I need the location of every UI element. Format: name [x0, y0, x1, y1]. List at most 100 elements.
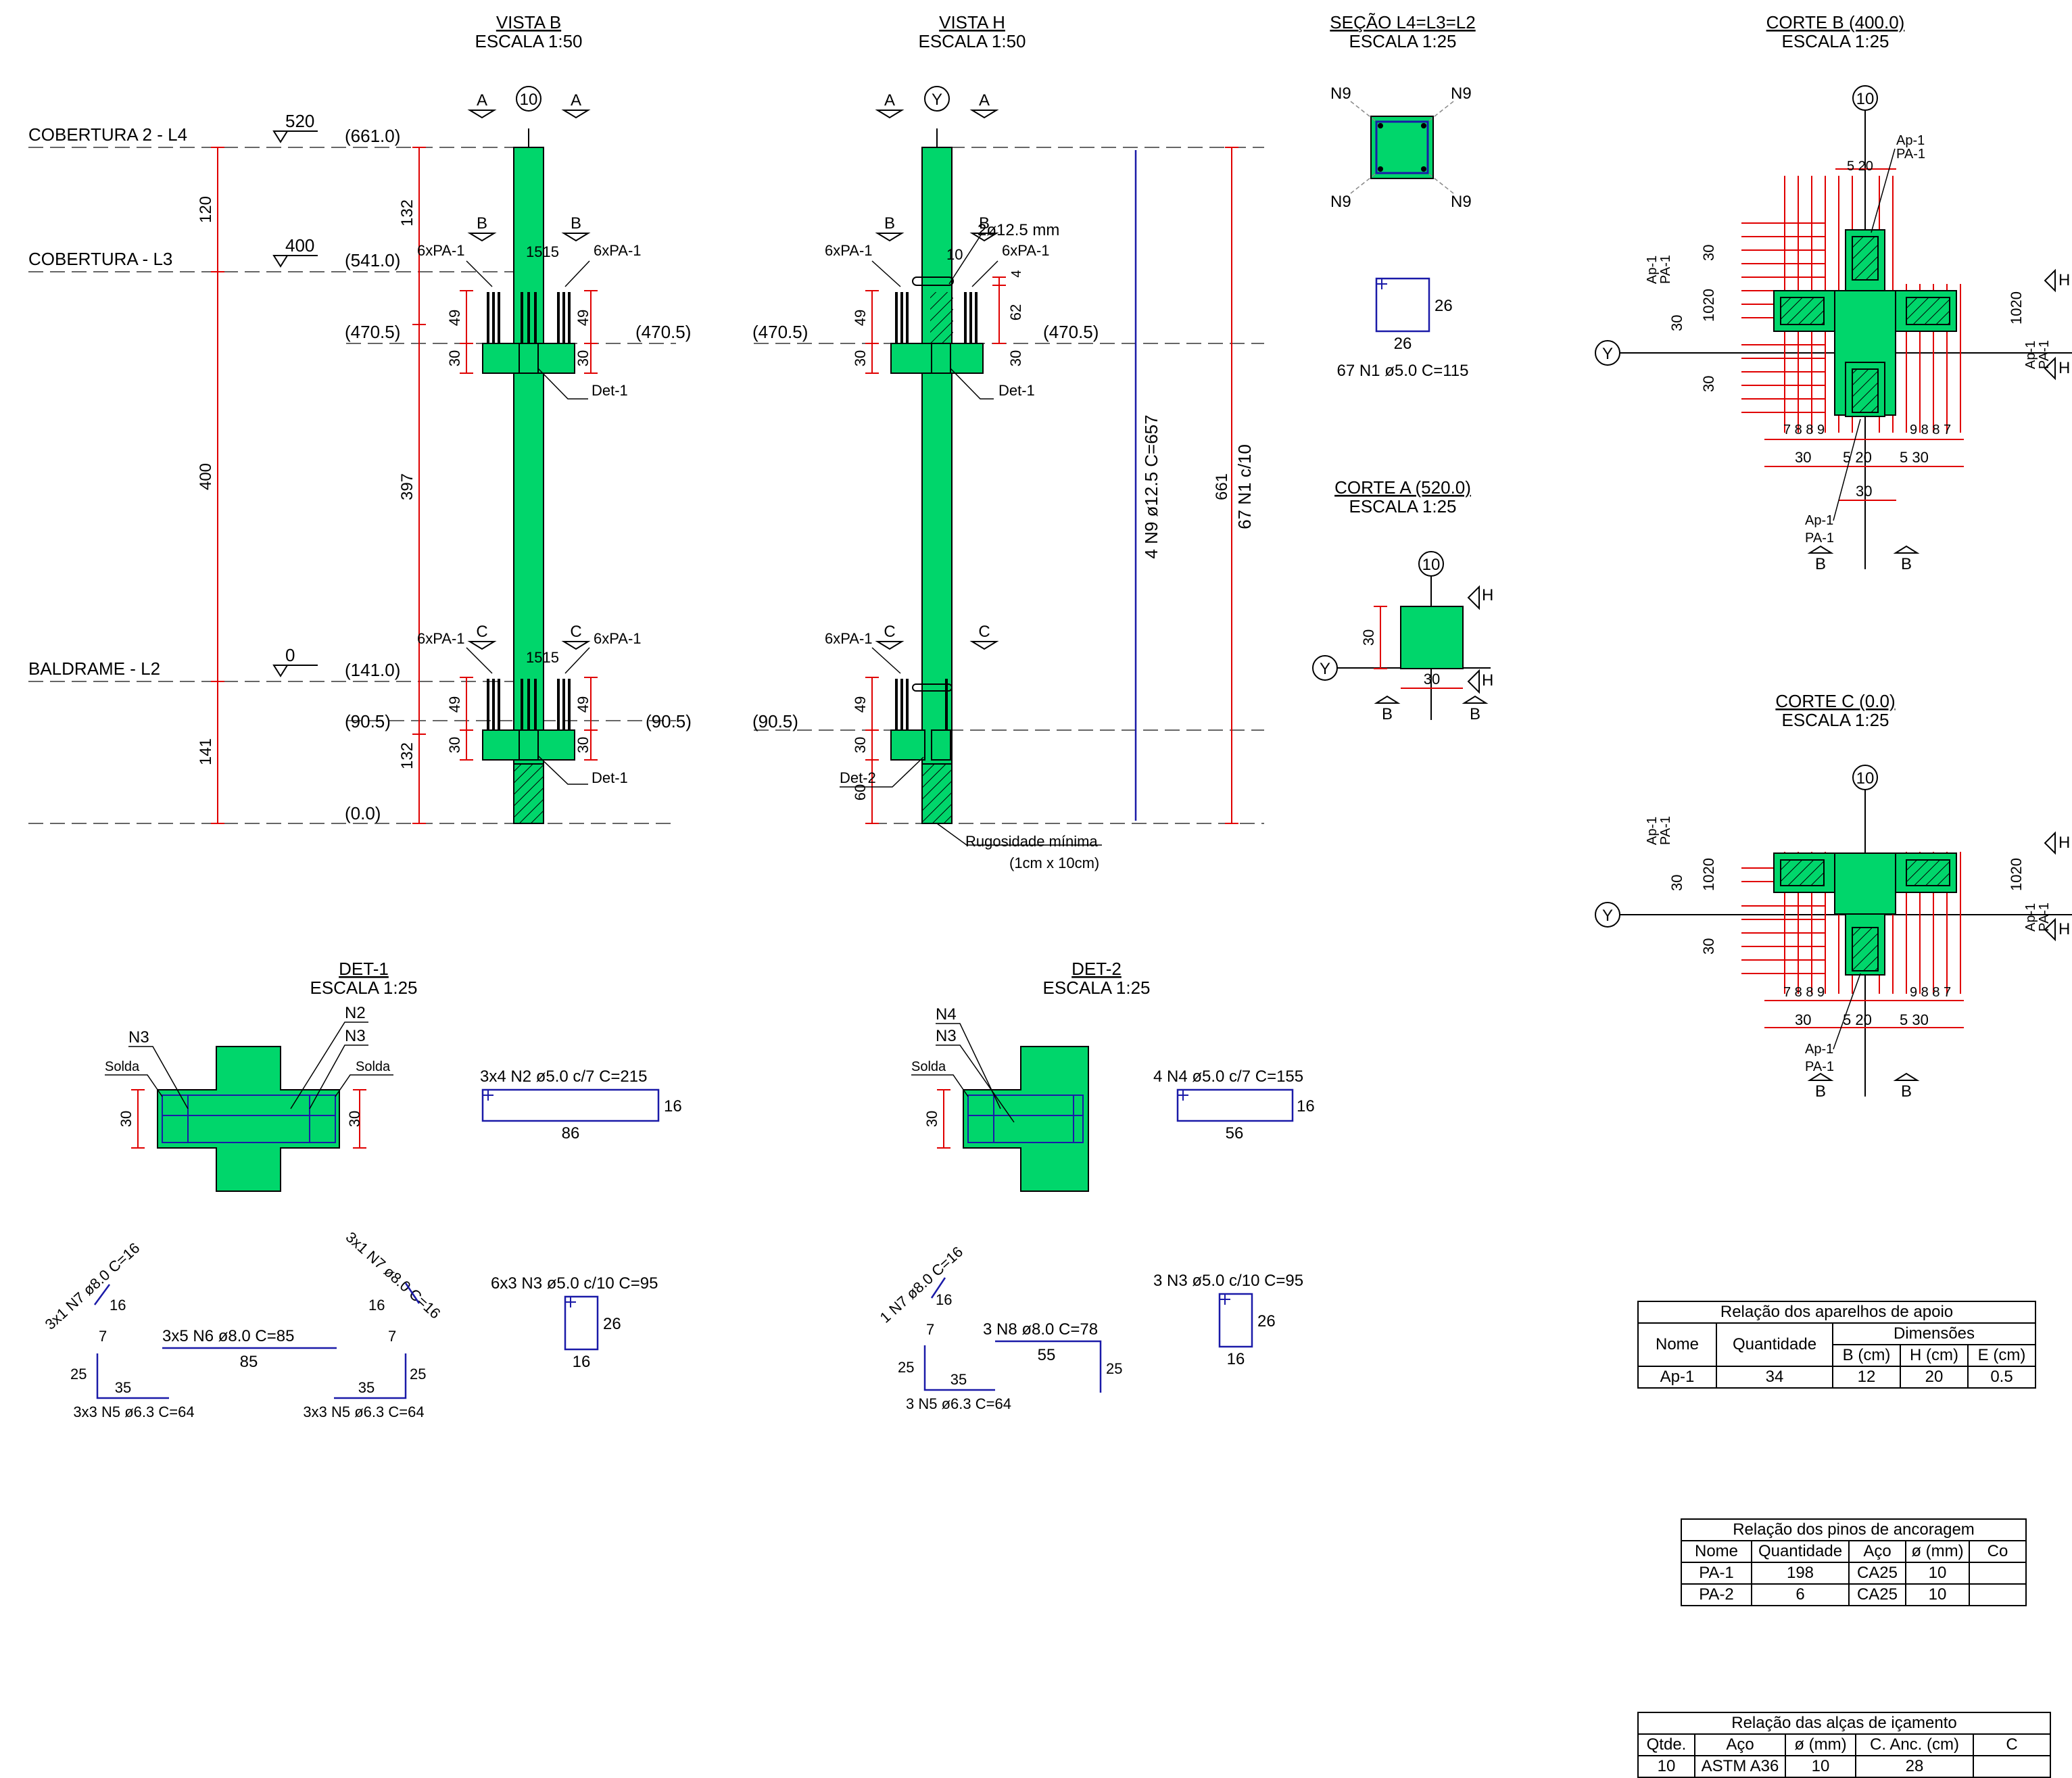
svg-text:49: 49 — [446, 696, 463, 713]
svg-text:30: 30 — [575, 350, 592, 366]
svg-text:N3: N3 — [936, 1027, 957, 1045]
bar-n2-label: 3x4 N2 ø5.0 c/7 C=215 — [480, 1067, 647, 1086]
svg-text:5 20: 5 20 — [1843, 449, 1872, 466]
svg-text:62: 62 — [1007, 304, 1024, 320]
elev-661: (661.0) — [345, 126, 400, 146]
det-1-title: DET-1 — [339, 959, 389, 979]
dim-397: 397 — [398, 473, 416, 500]
svg-text:H: H — [1482, 671, 1493, 690]
svg-text:B: B — [1815, 555, 1826, 573]
section-c-right: C — [570, 623, 581, 641]
svg-text:25: 25 — [70, 1366, 87, 1383]
svg-text:7 8 8 9: 7 8 8 9 — [1783, 423, 1825, 437]
svg-text:7: 7 — [926, 1321, 934, 1338]
svg-text:30: 30 — [1007, 350, 1024, 366]
svg-text:Solda: Solda — [105, 1059, 140, 1074]
svg-text:7: 7 — [99, 1328, 107, 1345]
svg-text:30: 30 — [1700, 938, 1717, 955]
stirrup-n1-label: 67 N1 ø5.0 C=115 — [1336, 362, 1468, 380]
svg-text:B: B — [979, 214, 990, 233]
svg-text:5 30: 5 30 — [1900, 449, 1929, 466]
svg-text:Y: Y — [1602, 345, 1613, 363]
svg-text:30: 30 — [446, 737, 463, 753]
svg-text:85: 85 — [240, 1353, 258, 1371]
corte-c-title: CORTE C (0.0) — [1775, 691, 1895, 711]
rugosidade-size: (1cm x 10cm) — [1009, 855, 1099, 871]
svg-text:9 8 8 7: 9 8 8 7 — [1910, 423, 1951, 437]
svg-text:B: B — [1382, 705, 1393, 723]
column-foot-hatch — [513, 763, 544, 824]
table-pinos-ancoragem: Relação dos pinos de ancoragem Nome Quan… — [1681, 1518, 2027, 1606]
elev-90-h: (90.5) — [752, 711, 798, 731]
svg-text:10: 10 — [1422, 556, 1441, 574]
svg-text:30: 30 — [118, 1111, 135, 1127]
svg-text:B: B — [1815, 1082, 1826, 1101]
svg-text:26: 26 — [1257, 1312, 1276, 1330]
vista-h-scale: ESCALA 1:50 — [919, 31, 1026, 51]
svg-text:35: 35 — [115, 1379, 131, 1396]
bar-n9-label: 4 N9 ø12.5 C=657 — [1141, 414, 1161, 558]
svg-text:25: 25 — [1106, 1360, 1122, 1377]
svg-text:10: 10 — [1856, 90, 1875, 108]
bar-n3-6x3-label: 6x3 N3 ø5.0 c/10 C=95 — [491, 1274, 658, 1293]
svg-text:6xPA-1: 6xPA-1 — [417, 630, 465, 647]
svg-text:35: 35 — [950, 1371, 967, 1388]
svg-text:B: B — [884, 214, 895, 233]
svg-text:6xPA-1: 6xPA-1 — [1002, 242, 1050, 259]
svg-text:35: 35 — [358, 1379, 375, 1396]
svg-text:7 8 8 9: 7 8 8 9 — [1783, 985, 1825, 1000]
corbel-top-vista-b: 49 30 49 30 1515 6xPA-1 6xPA-1 Det-1 — [417, 242, 642, 400]
corbel-bottom-vista-b: 49 30 49 30 1515 6xPA-1 6xPA-1 Det-1 — [417, 630, 642, 786]
axis-10-bubble — [516, 86, 541, 112]
secao-view: SEÇÃO L4=L3=L2 ESCALA 1:25 N9 N9 N9 N9 2… — [1330, 12, 1475, 380]
svg-text:30: 30 — [1668, 875, 1685, 891]
svg-text:4: 4 — [1009, 270, 1024, 277]
svg-text:30: 30 — [1856, 483, 1872, 500]
bar-n6-label: 3x5 N6 ø8.0 C=85 — [162, 1327, 294, 1345]
table-pinos-title: Relação dos pinos de ancoragem — [1681, 1518, 2027, 1541]
svg-text:H: H — [1482, 586, 1493, 604]
svg-text:9 8 8 7: 9 8 8 7 — [1910, 985, 1951, 1000]
svg-text:16: 16 — [573, 1353, 591, 1371]
svg-text:1 N7 ø8.0 C=16: 1 N7 ø8.0 C=16 — [877, 1243, 967, 1326]
svg-text:16: 16 — [664, 1097, 682, 1115]
bar-n8-label: 3 N8 ø8.0 C=78 — [983, 1320, 1098, 1339]
svg-text:5 20: 5 20 — [1843, 1011, 1872, 1028]
svg-text:30: 30 — [1668, 315, 1685, 331]
svg-text:H: H — [2058, 359, 2070, 377]
svg-text:1020: 1020 — [2008, 291, 2025, 325]
svg-text:B: B — [1901, 555, 1912, 573]
svg-text:3x1 N7 ø8.0 C=16: 3x1 N7 ø8.0 C=16 — [42, 1239, 143, 1332]
svg-text:25: 25 — [898, 1359, 914, 1376]
corte-b-view: CORTE B (400.0) ESCALA 1:25 10 Y 5 20 Ap… — [1595, 12, 2072, 573]
axis-y-label: Y — [932, 91, 942, 109]
svg-text:N9: N9 — [1330, 85, 1351, 103]
svg-text:Ap-1: Ap-1 — [2023, 903, 2038, 932]
secao-title: SEÇÃO L4=L3=L2 — [1330, 12, 1475, 32]
bar-n1-label: 67 N1 c/10 — [1234, 444, 1255, 529]
svg-text:3 N5 ø6.3 C=64: 3 N5 ø6.3 C=64 — [906, 1395, 1011, 1412]
svg-text:16: 16 — [1227, 1350, 1245, 1368]
dim-132-top: 132 — [398, 199, 416, 226]
det-2-scale: ESCALA 1:25 — [1043, 978, 1151, 998]
det-2-bars: 4 N4 ø5.0 c/7 C=155 16 56 3 N3 ø5.0 c/10… — [877, 1067, 1315, 1412]
vista-h-view: VISTA H ESCALA 1:50 (470.5) (470.5) (90.… — [752, 12, 1264, 871]
corte-a-scale: ESCALA 1:25 — [1349, 496, 1457, 516]
svg-text:N9: N9 — [1330, 193, 1351, 211]
table-aparelhos-apoio: Relação dos aparelhos de apoio Nome Quan… — [1637, 1301, 2036, 1389]
svg-text:3x3 N5 ø6.3 C=64: 3x3 N5 ø6.3 C=64 — [73, 1403, 194, 1420]
svg-text:30: 30 — [1700, 376, 1717, 392]
svg-text:5 20: 5 20 — [1847, 159, 1873, 174]
svg-text:30: 30 — [1424, 671, 1440, 688]
table-apoio-header-e: E (cm) — [1967, 1344, 2036, 1367]
svg-text:6xPA-1: 6xPA-1 — [594, 630, 642, 647]
section-c-left: C — [476, 623, 487, 641]
svg-text:49: 49 — [852, 696, 869, 713]
svg-text:Ap-1: Ap-1 — [1805, 1042, 1833, 1057]
svg-text:C: C — [884, 623, 895, 641]
svg-text:PA-1: PA-1 — [1896, 147, 1925, 162]
svg-text:1515: 1515 — [526, 649, 559, 666]
